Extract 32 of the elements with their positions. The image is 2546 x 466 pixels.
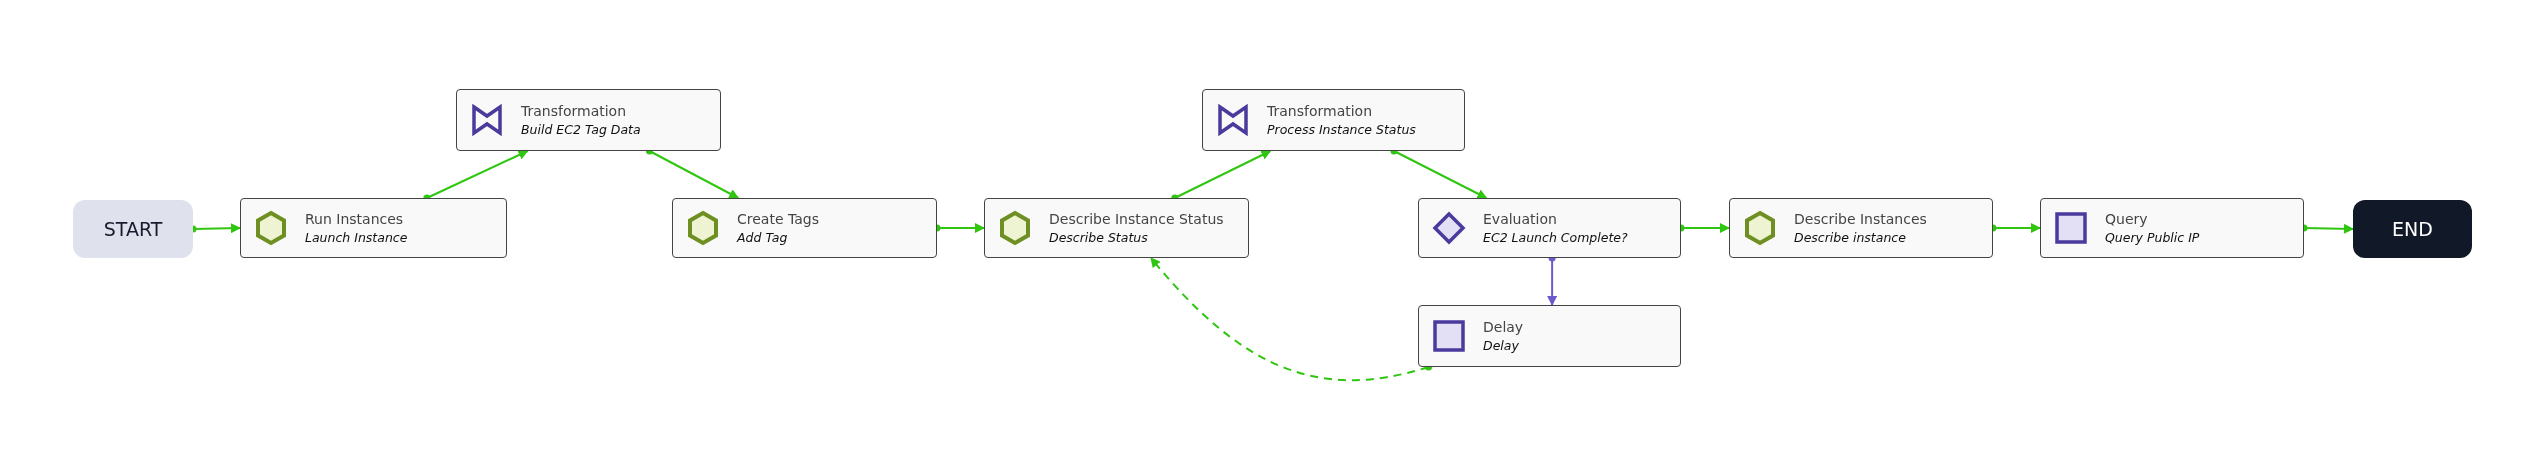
- step-title: Describe Instance Status: [1049, 211, 1224, 227]
- step-box: [1202, 89, 1465, 151]
- step-subtitle: Launch Instance: [305, 230, 408, 245]
- step-title: Describe Instances: [1794, 211, 1927, 227]
- step-subtitle: EC2 Launch Complete?: [1483, 230, 1628, 245]
- terminal-label: START: [103, 218, 163, 240]
- step-subtitle: Describe Status: [1049, 230, 1149, 245]
- step-title: Query: [2105, 211, 2149, 227]
- step-title: Transformation: [1267, 103, 1374, 119]
- step-box: [1418, 305, 1681, 367]
- terminal-box: [2353, 200, 2472, 258]
- step-subtitle: Query Public IP: [2105, 230, 2200, 245]
- step-title: Transformation: [521, 103, 628, 119]
- step-box: [1418, 198, 1681, 258]
- step-box: [984, 198, 1249, 258]
- step-subtitle: Process Instance Status: [1267, 122, 1416, 137]
- terminal-label: END: [2392, 218, 2433, 240]
- step-title: Create Tags: [737, 211, 819, 227]
- step-box: [672, 198, 937, 258]
- step-subtitle: Delay: [1483, 338, 1520, 353]
- step-box: [240, 198, 507, 258]
- step-subtitle: Build EC2 Tag Data: [521, 122, 641, 137]
- step-box: [2040, 198, 2304, 258]
- step-box: [456, 89, 721, 151]
- dashed-arrow: [1149, 257, 1432, 382]
- step-title: Delay: [1483, 319, 1524, 335]
- terminal-box: [73, 200, 193, 258]
- step-subtitle: Add Tag: [737, 230, 789, 245]
- step-subtitle: Describe instance: [1794, 230, 1907, 245]
- step-title: Run Instances: [305, 211, 405, 227]
- step-title: Evaluation: [1483, 211, 1558, 227]
- step-box: [1729, 198, 1993, 258]
